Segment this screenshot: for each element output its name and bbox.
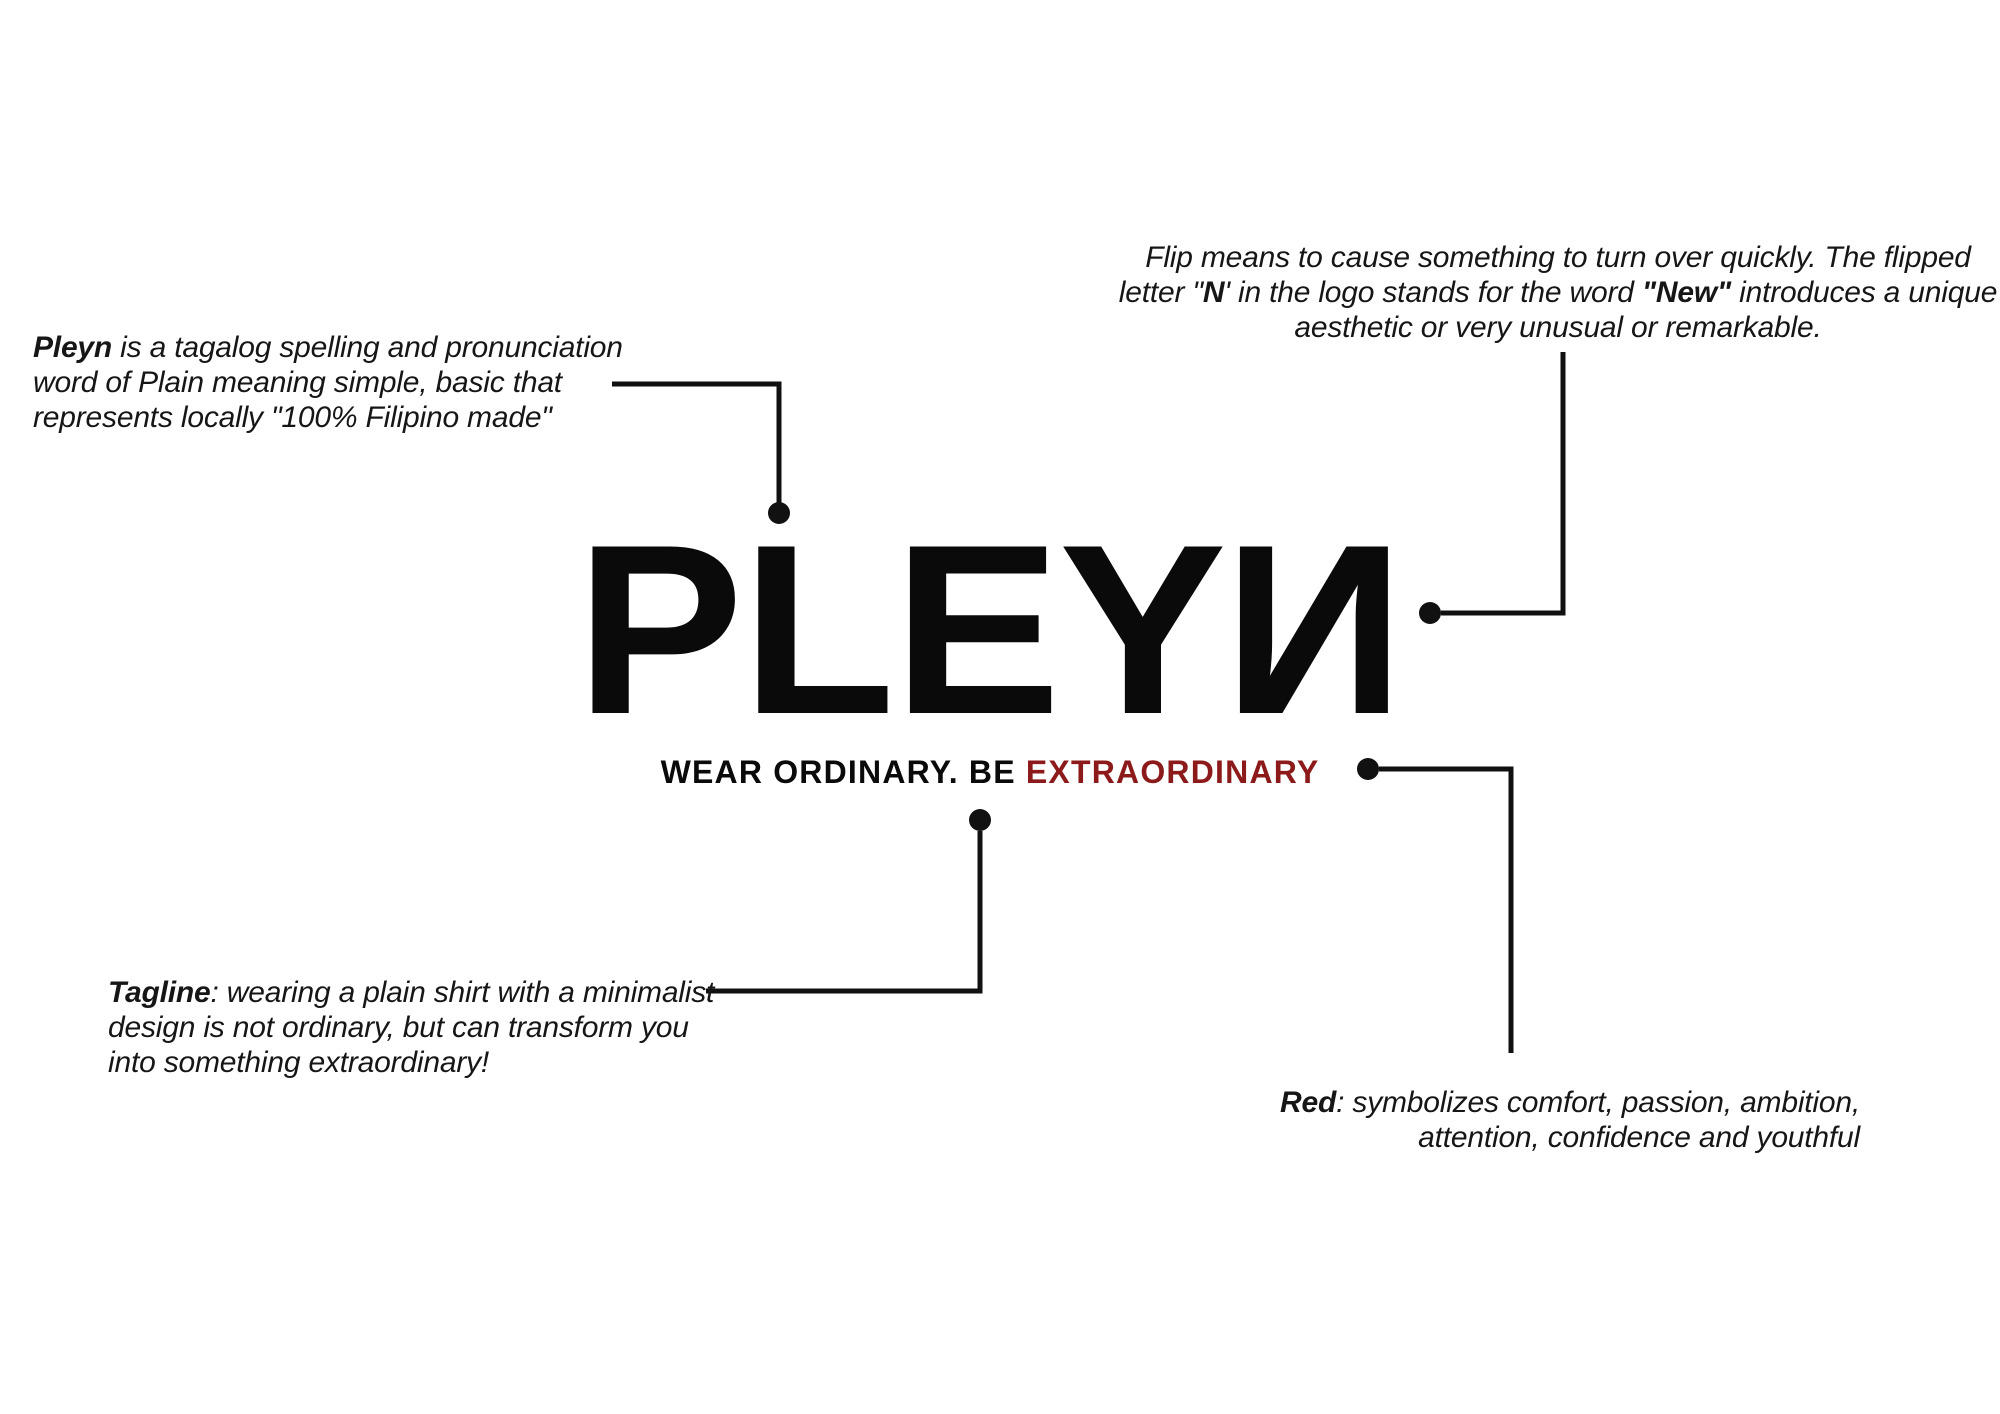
leader-tagline-dot (969, 809, 991, 831)
annotation-flip-body-3: introduces a unique aesthetic or very un… (1294, 276, 1998, 345)
logo-flipped-n-letter: N (1224, 495, 1405, 765)
annotation-pleyn-body: is a tagalog spelling and pronunciation … (33, 331, 623, 435)
logo-lockup: PLEYN WEAR ORDINARY. BE EXTRAORDINARY (575, 495, 1405, 788)
annotation-tagline-body: : wearing a plain shirt with a minimalis… (108, 976, 715, 1080)
annotation-flip-bold-n: N (1202, 276, 1225, 310)
annotation-pleyn-meaning: Pleyn is a tagalog spelling and pronunci… (33, 330, 693, 435)
annotation-tagline-meaning: Tagline: wearing a plain shirt with a mi… (108, 975, 728, 1080)
annotation-red-lead: Red (1280, 1086, 1337, 1119)
logo-tagline-plain: WEAR ORDINARY. BE (660, 754, 1026, 790)
annotation-flip-bold-new: "New" (1641, 276, 1731, 310)
leader-flip-path (1441, 352, 1566, 616)
annotation-flip-body-2: ' in the logo stands for the word (1224, 276, 1642, 310)
logo-wordmark: PLEYN (558, 495, 1421, 765)
leader-flip-dot (1419, 602, 1441, 624)
annotation-flip-body-1: Flip means to cause something to turn ov… (1118, 241, 1971, 310)
annotation-pleyn-lead: Pleyn (33, 331, 113, 364)
annotation-flip-meaning: Flip means to cause something to turn ov… (1118, 240, 1998, 345)
annotation-red-meaning: Red: symbolizes comfort, passion, ambiti… (1180, 1085, 1860, 1155)
annotation-tagline-lead: Tagline (108, 976, 211, 1009)
logo-tagline-accent: EXTRAORDINARY (1025, 754, 1320, 790)
leader-tagline-path (706, 831, 983, 994)
logo-tagline: WEAR ORDINARY. BE EXTRAORDINARY (575, 756, 1405, 788)
annotation-red-body: : symbolizes comfort, passion, ambition,… (1336, 1086, 1860, 1155)
logo-wordmark-prefix: PLEY (575, 495, 1227, 765)
leader-red-path (1379, 766, 1514, 1053)
